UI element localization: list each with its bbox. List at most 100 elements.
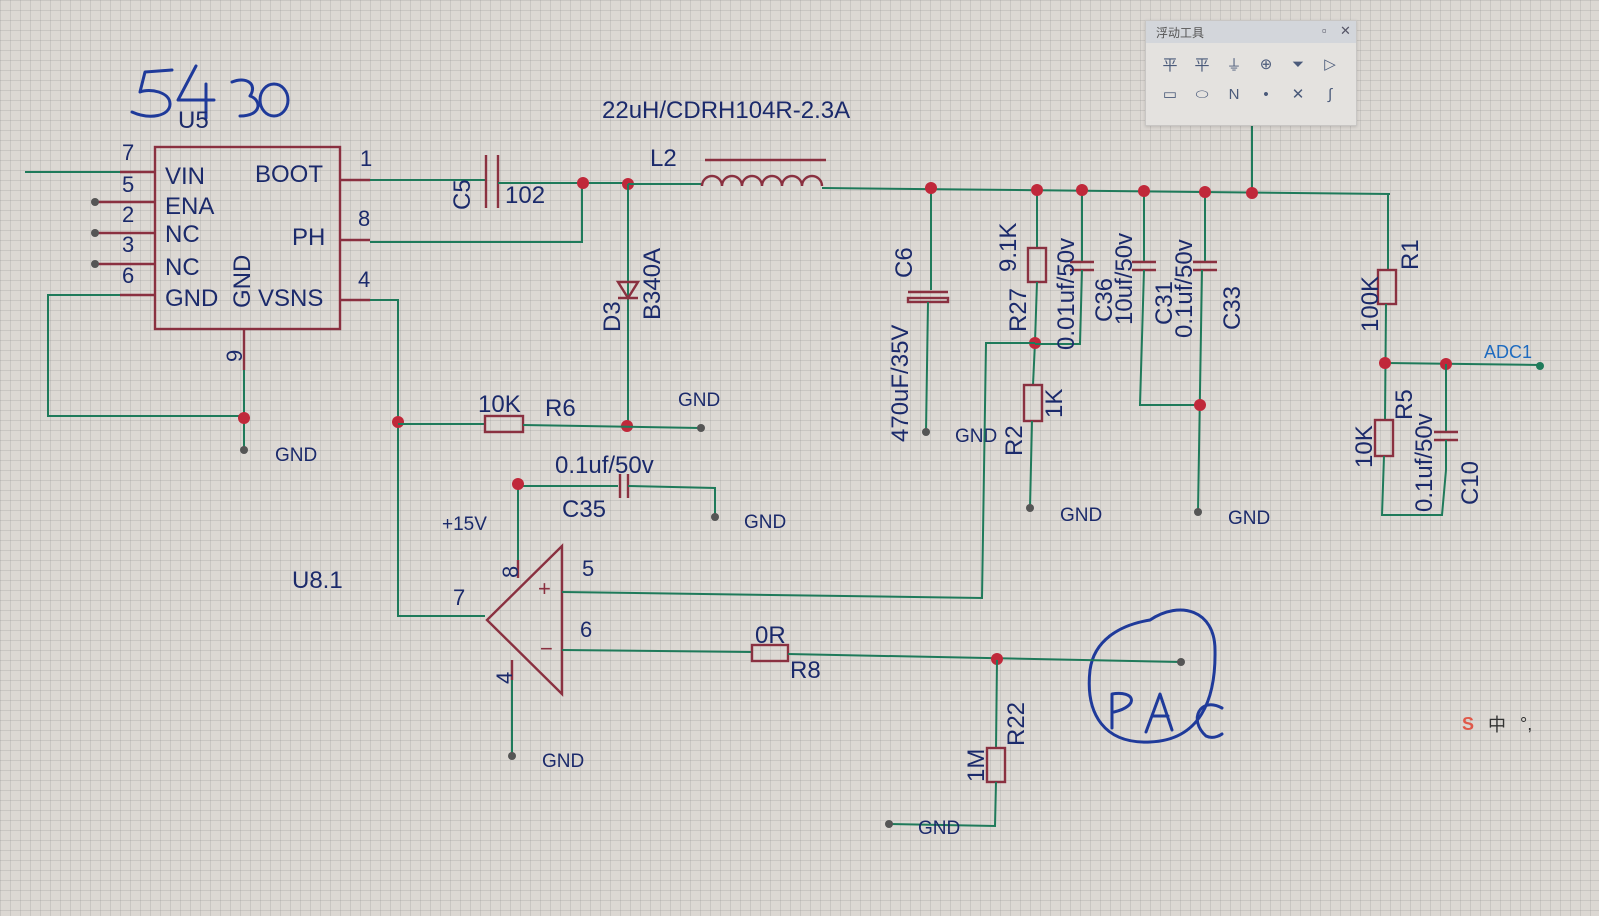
ground-arrow-icon[interactable]: ⏷: [1291, 55, 1304, 73]
r1-value: 100K: [1357, 276, 1384, 332]
toolbox-titlebar[interactable]: 浮动工具 ▫ ✕: [1146, 21, 1356, 43]
c6-ref: C6: [891, 247, 918, 278]
wire-tool-icon[interactable]: ∫: [1327, 85, 1333, 103]
junction-icon[interactable]: •: [1263, 85, 1269, 103]
c6-value: 470uF/35V: [887, 325, 914, 442]
u5-ena-label: ENA: [165, 193, 214, 220]
u5-chip[interactable]: U5 7 5 2 3 6 VIN ENA NC NC GND 1 8 4 BOO…: [25, 107, 372, 370]
ime-indicator[interactable]: S 中 °,: [1462, 710, 1562, 738]
ime-logo-icon[interactable]: S: [1462, 713, 1475, 734]
r27-ref: R27: [1005, 288, 1032, 332]
r8-ref: R8: [790, 657, 821, 684]
r1-ref: R1: [1397, 239, 1424, 270]
ime-punctuation-toggle[interactable]: °,: [1520, 713, 1533, 734]
d3-value: B340A: [639, 248, 666, 320]
toolbox-maximize-icon[interactable]: ▫: [1322, 23, 1327, 38]
c10-capacitor[interactable]: 0.1uf/50v C10: [1411, 364, 1484, 512]
u5-nc-label-1: NC: [165, 221, 200, 248]
toolbox-title: 浮动工具: [1156, 26, 1205, 40]
c35-capacitor[interactable]: 0.1uf/50v C35 GND +15V: [442, 452, 786, 560]
u5-ph-label: PH: [292, 224, 325, 251]
r27-resistor[interactable]: 9.1K R27: [995, 184, 1048, 343]
l2-ref: L2: [650, 145, 677, 172]
c35-ref: C35: [562, 496, 606, 523]
r2-ref: R2: [1001, 425, 1028, 456]
u5-gnd-vertical-label: GND: [229, 255, 256, 308]
r22-value: 1M: [963, 749, 990, 782]
gnd-label-r6: GND: [678, 390, 720, 411]
toolbox-close-icon[interactable]: ✕: [1340, 23, 1351, 38]
floating-toolbox[interactable]: 浮动工具 ▫ ✕ 平 平 ⏚ ⊕ ⏷ ▷ ▭ ⬭ N • ✕ ∫: [1145, 20, 1357, 126]
c33-ref: C33: [1219, 286, 1246, 330]
r6-resistor[interactable]: 10K R6 GND: [478, 390, 720, 434]
c36-ref: C36: [1091, 278, 1118, 322]
u5-nc-label-2: NC: [165, 254, 200, 281]
u5-pin-7: 7: [122, 140, 134, 165]
ime-language-toggle[interactable]: 中: [1488, 715, 1507, 735]
u8-pin-4: 4: [492, 672, 517, 684]
net-label-icon[interactable]: ▭: [1162, 86, 1178, 103]
r8-resistor[interactable]: 0R R8: [750, 622, 1185, 684]
r22-ref: R22: [1003, 702, 1030, 746]
c31-capacitor[interactable]: 10uf/50v C31: [1111, 185, 1200, 406]
u8-opamp[interactable]: + − U8.1 8 5 7 6 4 GND: [292, 342, 1035, 772]
u8-ref: U8.1: [292, 567, 343, 594]
u5-pin-5: 5: [122, 172, 134, 197]
r6-ref: R6: [545, 395, 576, 422]
svg-text:5430: 5430: [0, 0, 3, 1]
u5-pin-9: 9: [222, 350, 247, 362]
circle-plus-icon[interactable]: ⊕: [1259, 56, 1273, 73]
c31-ref: C31: [1151, 281, 1178, 325]
c35-value: 0.1uf/50v: [555, 452, 654, 479]
gnd-label-u5: GND: [275, 445, 317, 466]
r8-value: 0R: [755, 622, 786, 649]
supply-15v-label: +15V: [442, 514, 487, 535]
l2-value: 22uH/CDRH104R-2.3A: [602, 97, 850, 124]
c10-ref: C10: [1457, 461, 1484, 505]
r1-resistor[interactable]: R1 100K: [1357, 194, 1424, 421]
gnd-label-c6: GND: [955, 426, 997, 447]
r22-resistor[interactable]: R22 1M GND: [885, 659, 1030, 839]
u5-gnd-label: GND: [165, 285, 218, 312]
c36-capacitor[interactable]: 0.01uf/50v C36: [1035, 184, 1118, 350]
c33-value: 0.1uf/50v: [1171, 239, 1198, 338]
adc1-net[interactable]: ADC1: [1379, 342, 1544, 370]
u8-pin-8: 8: [498, 566, 523, 578]
power-flag-icon[interactable]: 平: [1162, 56, 1178, 74]
u5-ref: U5: [178, 107, 209, 134]
c5-value: 102: [505, 182, 545, 209]
handwritten-pac: [1087, 608, 1224, 744]
r6-value: 10K: [478, 391, 521, 418]
no-connect-icon[interactable]: ✕: [1291, 86, 1305, 103]
adc1-label: ADC1: [1484, 342, 1532, 362]
ground-icon[interactable]: ⏚: [1226, 56, 1242, 74]
bus-entry-icon[interactable]: ⬭: [1195, 85, 1209, 103]
r5-ref: R5: [1391, 389, 1418, 420]
gnd-label-u8: GND: [542, 751, 584, 772]
net-flag-icon[interactable]: N: [1228, 85, 1240, 103]
r27-value: 9.1K: [995, 223, 1022, 272]
c31-value: 10uf/50v: [1111, 233, 1138, 325]
r5-resistor[interactable]: R5 10K: [1351, 389, 1447, 516]
c10-value: 0.1uf/50v: [1411, 413, 1438, 512]
net-port-icon[interactable]: ▷: [1324, 56, 1336, 73]
power-flag-alt-icon[interactable]: 平: [1194, 56, 1210, 74]
d3-ref: D3: [599, 301, 626, 332]
toolbox-tool-grid: 平 平 ⏚ ⊕ ⏷ ▷ ▭ ⬭ N • ✕ ∫: [1146, 43, 1356, 115]
d3-diode[interactable]: D3 B340A: [599, 184, 666, 432]
u5-pin-2: 2: [122, 202, 134, 227]
gnd-label-r2: GND: [1060, 505, 1102, 526]
r5-value: 10K: [1351, 425, 1378, 468]
u5-pin-1: 1: [360, 146, 372, 171]
c5-capacitor[interactable]: C5 102: [449, 155, 634, 210]
r2-resistor[interactable]: 1K R2 GND: [1001, 337, 1102, 526]
opamp-minus-sign: −: [540, 636, 553, 661]
c6-capacitor[interactable]: C6 470uF/35V GND: [887, 182, 997, 447]
gnd-label-r22: GND: [918, 818, 960, 839]
u5-wires: GND: [47, 179, 583, 617]
l2-inductor[interactable]: L2 22uH/CDRH104R-2.3A: [602, 97, 1391, 195]
u5-pin-3: 3: [122, 232, 134, 257]
c36-value: 0.01uf/50v: [1053, 238, 1080, 350]
c33-capacitor[interactable]: 0.1uf/50v C33 GND: [1171, 186, 1270, 529]
